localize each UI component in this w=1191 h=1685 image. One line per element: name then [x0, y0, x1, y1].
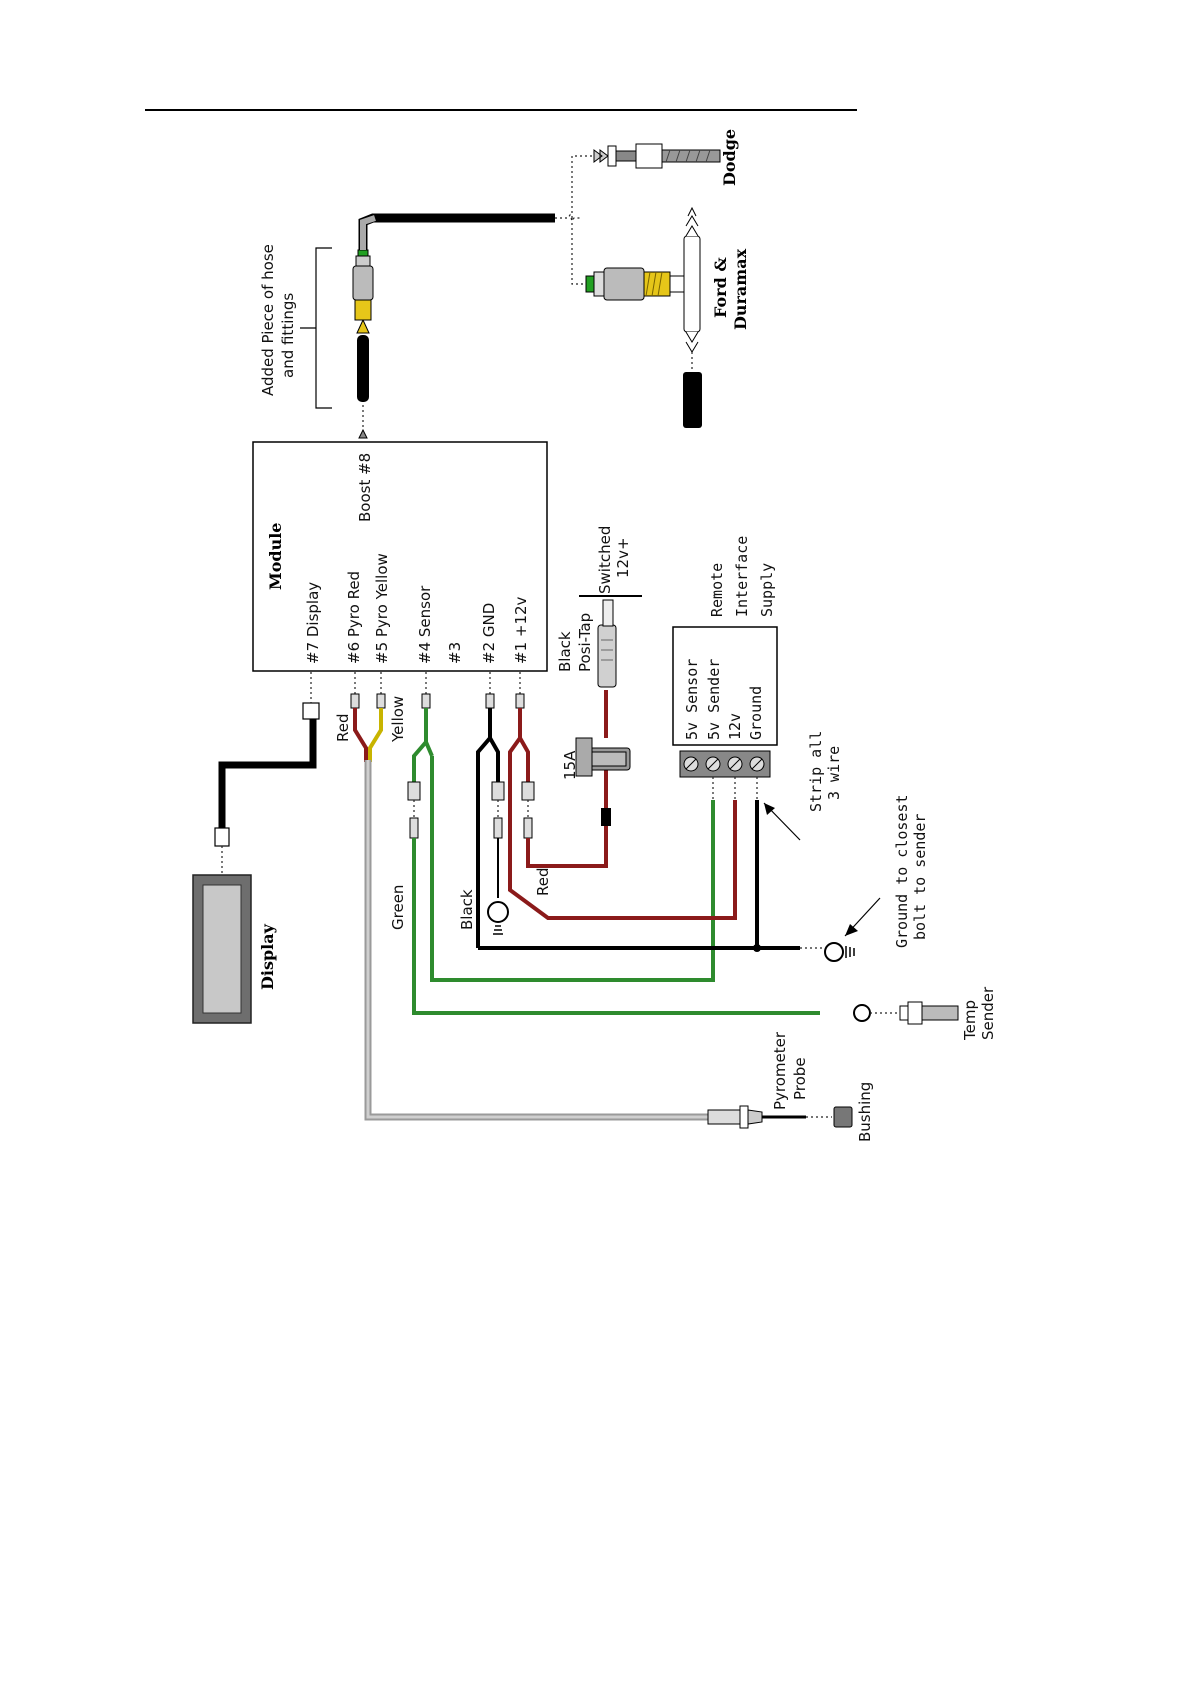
pyrometer-probe: [707, 1105, 853, 1129]
terminal-label-5v-sender: 5v Sender: [705, 659, 723, 740]
switched-label-1: Switched: [596, 526, 614, 594]
terminal-label-5v-sensor: 5v Sensor: [683, 659, 701, 740]
remote-label-1: Remote: [708, 563, 726, 617]
bushing-shape: [833, 1106, 853, 1128]
strip-label-2: 3 wire: [825, 746, 843, 800]
pyro-gray-cable: [364, 760, 708, 1121]
boost-hose: [358, 213, 555, 250]
switched-label-2: 12v+: [614, 537, 632, 578]
module-box: Module #7 Display #6 Pyro Red #5 Pyro Ye…: [252, 441, 548, 672]
pyrometer-label-1: Pyrometer: [771, 1031, 789, 1110]
remote-label-2: Interface: [733, 536, 751, 617]
temp-sender-label-1: Temp: [961, 1000, 979, 1041]
ford-label-2: Duramax: [731, 248, 750, 330]
terminal-label-ground: Ground: [747, 686, 765, 740]
terminal-label-12v: 12v: [726, 713, 744, 740]
ground-ring-module: [487, 901, 509, 923]
added-hose-label-1: Added Piece of hose: [259, 244, 277, 396]
pin-8-label: Boost #8: [356, 453, 374, 522]
display-label: Display: [258, 923, 277, 990]
power-red-label: Red: [534, 868, 552, 897]
black-wire-label: Black: [458, 889, 476, 930]
ground-ring-bolt: [824, 942, 844, 962]
added-fittings: [352, 249, 374, 334]
pin-6-label: #6 Pyro Red: [345, 571, 363, 664]
ford-duramax-fitting: [585, 206, 701, 353]
pin-7-label: #7 Display: [304, 582, 322, 664]
posi-tap-label-1: Black: [556, 631, 574, 672]
gnd-black-junction: [476, 708, 500, 948]
temp-sender: [853, 1001, 959, 1025]
pin-5-label: #5 Pyro Yellow: [373, 553, 391, 664]
pin-4-label: #4 Sensor: [416, 585, 434, 664]
pin-1-label: #1 +12v: [512, 596, 530, 664]
ground-label-1: Ground to closest: [893, 794, 911, 948]
fuse-label: 15A: [561, 750, 579, 780]
temp-sender-label-2: Sender: [979, 986, 997, 1040]
display-cable: [218, 718, 317, 833]
pyro-red-wire: [353, 708, 368, 762]
power-red-junction: [508, 708, 737, 920]
remote-label-3: Supply: [758, 563, 776, 617]
ford-hose-stub: [683, 372, 702, 428]
ground-label-2: bolt to sender: [911, 814, 929, 940]
red-wire-label: Red: [334, 714, 352, 743]
fuse-holder: [575, 737, 631, 777]
green-wire-remote: [430, 756, 715, 982]
posi-tap: [597, 599, 617, 688]
dodge-label: Dodge: [720, 129, 739, 186]
yellow-wire-label: Yellow: [389, 696, 407, 743]
display-connector-upper: [302, 702, 320, 720]
display-connector-lower: [214, 827, 230, 847]
bushing-label: Bushing: [856, 1082, 874, 1142]
pyrometer-label-2: Probe: [791, 1057, 809, 1100]
dodge-fitting: [593, 143, 721, 169]
ford-label-1: Ford &: [711, 257, 730, 318]
strip-label-1: Strip all: [807, 731, 825, 812]
green-wire-label: Green: [389, 885, 407, 930]
bracket: [300, 247, 332, 409]
posi-tap-label-2: Posi-Tap: [576, 613, 594, 672]
pyro-yellow-wire: [368, 708, 383, 762]
display-unit: Display: [192, 874, 277, 1024]
green-wire-temp-sender: [412, 838, 820, 1015]
pin-terminals: [350, 672, 525, 709]
remote-interface-supply: 5v Sensor 5v Sender 12v Ground: [672, 626, 778, 778]
fuse-red-wire: [526, 826, 608, 868]
added-hose-label-2: and fittings: [279, 293, 297, 378]
pin-2-label: #2 GND: [480, 603, 498, 664]
sensor-green-junction: [412, 708, 434, 782]
module-title: Module: [266, 523, 285, 590]
pin-3-label: #3: [446, 642, 464, 664]
added-hose: [357, 335, 369, 402]
